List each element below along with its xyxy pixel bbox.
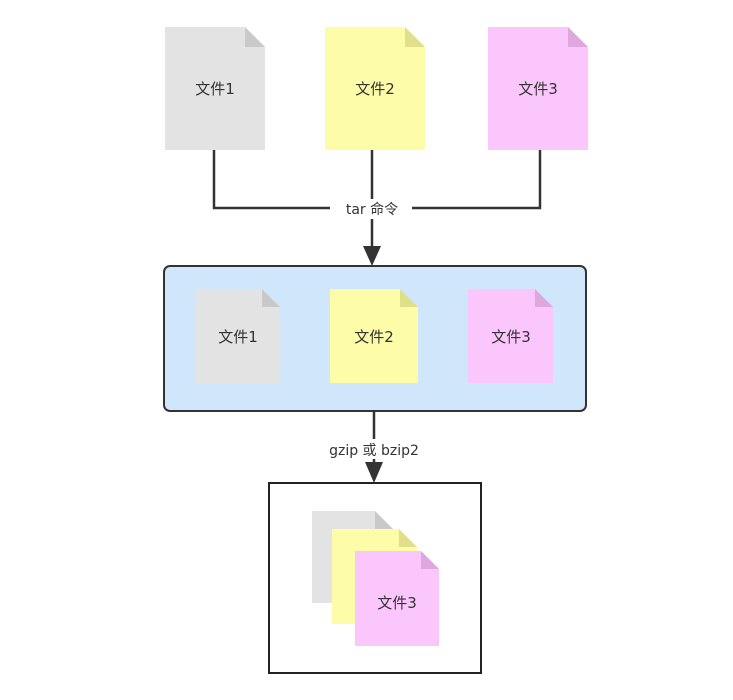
source-file-1: 文件1	[165, 27, 265, 150]
tar-file-2-label: 文件2	[354, 328, 394, 346]
tar-file-1-label: 文件1	[218, 328, 258, 346]
source-file-2-label: 文件2	[355, 80, 395, 98]
tar-command-label: tar 命令	[346, 201, 398, 218]
tar-label-bg	[330, 199, 412, 219]
tar-file-1: 文件1	[195, 289, 280, 383]
compress-command-label: gzip 或 bzip2	[329, 443, 419, 459]
compress-arrowhead	[365, 462, 383, 483]
source-file-3: 文件3	[488, 27, 588, 150]
tar-file-2: 文件2	[330, 289, 418, 383]
compress-label-bg	[318, 439, 430, 459]
source-file-1-label: 文件1	[195, 80, 235, 98]
tar-arrowhead	[363, 246, 381, 266]
source-file-2: 文件2	[325, 27, 425, 150]
source-file-3-label: 文件3	[518, 80, 558, 98]
connector-file3	[372, 150, 542, 210]
compressed-file-label: 文件3	[377, 594, 417, 612]
tar-file-3: 文件3	[468, 289, 553, 383]
connector-file1	[212, 150, 372, 210]
compressed-stack-front: 文件3	[355, 551, 439, 646]
tar-file-3-label: 文件3	[491, 328, 531, 346]
